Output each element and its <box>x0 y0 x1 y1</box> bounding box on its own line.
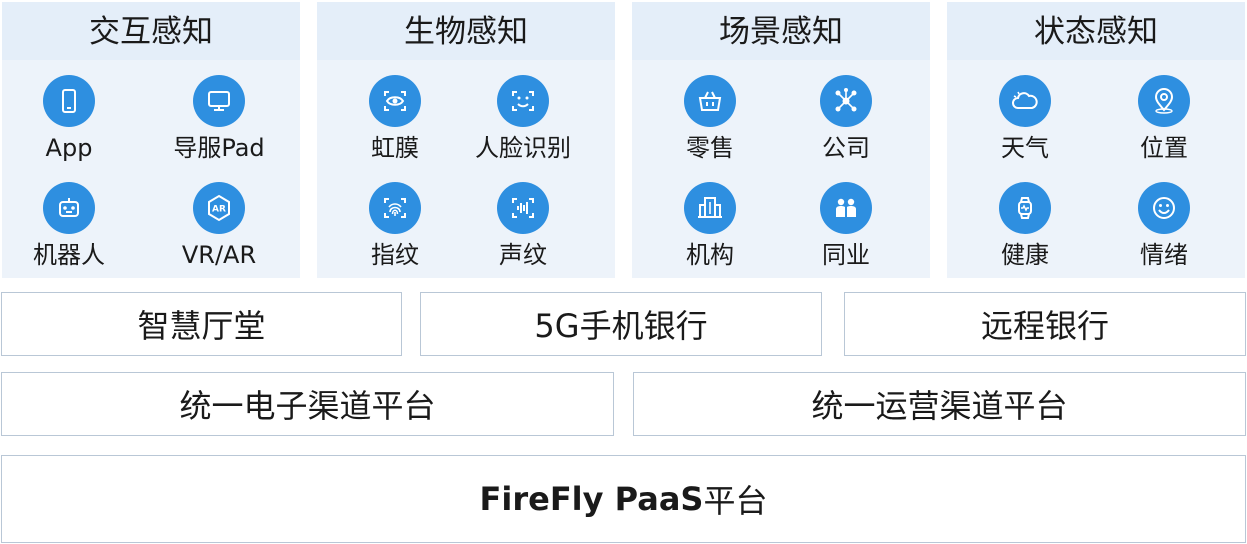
location-icon <box>1138 75 1190 127</box>
smartphone-icon <box>43 75 95 127</box>
panel-title: 生物感知 <box>404 14 528 50</box>
item-label: 人脸识别 <box>475 134 571 162</box>
item-label: 同业 <box>822 241 870 269</box>
platform-operation-channel: 统一运营渠道平台 <box>633 372 1246 436</box>
item-robot: 机器人 <box>4 182 134 270</box>
item-pad: 导服Pad <box>154 75 284 163</box>
item-label: 位置 <box>1140 134 1188 162</box>
panel-scene: 场景感知 零售 公司 机构 同业 <box>632 2 930 278</box>
item-fingerprint: 指纹 <box>330 182 460 270</box>
building-icon <box>684 182 736 234</box>
item-label: 指纹 <box>371 241 419 269</box>
panel-biometric: 生物感知 虹膜 人脸识别 指纹 声纹 <box>317 2 615 278</box>
channel-5g-mobile-banking: 5G手机银行 <box>420 292 822 356</box>
basket-icon <box>684 75 736 127</box>
face-scan-icon <box>497 75 549 127</box>
item-label: 天气 <box>1001 134 1049 162</box>
item-label: 导服Pad <box>173 134 265 162</box>
item-label: 机构 <box>686 241 734 269</box>
platform-electronic-channel: 统一电子渠道平台 <box>1 372 614 436</box>
item-label: 健康 <box>1001 241 1049 269</box>
item-emotion: 情绪 <box>1099 182 1229 270</box>
item-label: 情绪 <box>1140 241 1188 269</box>
item-label: App <box>45 134 93 162</box>
panel-status: 状态感知 天气 位置 健康 情绪 <box>947 2 1245 278</box>
fingerprint-icon <box>369 182 421 234</box>
peers-icon <box>820 182 872 234</box>
item-health: 健康 <box>960 182 1090 270</box>
base-platform-suffix: 平台 <box>703 482 768 520</box>
voiceprint-icon <box>497 182 549 234</box>
panel-interaction: 交互感知 App 导服Pad 机器人 AR VR/AR <box>2 2 300 278</box>
item-company: 公司 <box>781 75 911 163</box>
item-label: VR/AR <box>181 241 257 269</box>
weather-icon <box>999 75 1051 127</box>
item-weather: 天气 <box>960 75 1090 163</box>
item-label: 虹膜 <box>371 134 419 162</box>
monitor-icon <box>193 75 245 127</box>
channel-smart-hall: 智慧厅堂 <box>1 292 402 356</box>
item-face: 人脸识别 <box>458 75 588 163</box>
item-app: App <box>4 75 134 163</box>
item-label: 声纹 <box>499 241 547 269</box>
base-platform-name: FireFly PaaS <box>479 480 704 518</box>
item-retail: 零售 <box>645 75 775 163</box>
panel-title: 交互感知 <box>89 14 213 50</box>
item-label: 公司 <box>822 134 870 162</box>
item-label: 机器人 <box>33 241 105 269</box>
item-location: 位置 <box>1099 75 1229 163</box>
panel-title: 场景感知 <box>719 14 843 50</box>
item-iris: 虹膜 <box>330 75 460 163</box>
ar-icon: AR <box>193 182 245 234</box>
robot-icon <box>43 182 95 234</box>
panel-title: 状态感知 <box>1034 14 1158 50</box>
item-voiceprint: 声纹 <box>458 182 588 270</box>
item-vrar: AR VR/AR <box>154 182 284 270</box>
item-label: 零售 <box>686 134 734 162</box>
smartwatch-icon <box>999 182 1051 234</box>
svg-text:AR: AR <box>212 205 226 215</box>
eye-scan-icon <box>369 75 421 127</box>
channel-remote-banking: 远程银行 <box>844 292 1246 356</box>
network-icon <box>820 75 872 127</box>
item-institution: 机构 <box>645 182 775 270</box>
item-peers: 同业 <box>781 182 911 270</box>
smile-icon <box>1138 182 1190 234</box>
